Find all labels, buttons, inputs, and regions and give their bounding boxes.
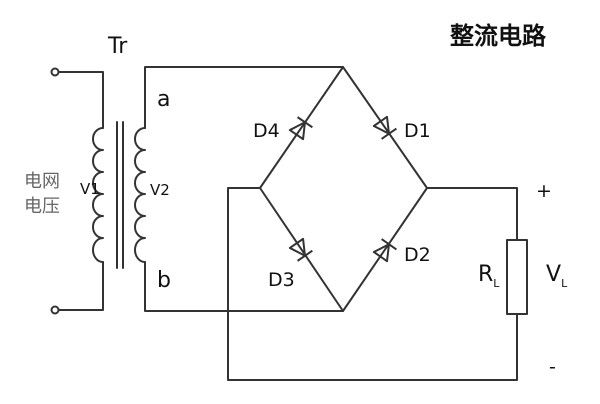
- secondary-voltage-label: V2: [150, 181, 170, 199]
- diagram-title: 整流电路: [450, 22, 546, 50]
- diode-d1-label: D1: [404, 120, 431, 142]
- input-terminal-top: [50, 67, 60, 77]
- node-b-label: b: [157, 268, 171, 293]
- diode-d1: [372, 115, 397, 140]
- primary-lead-top: [58, 71, 104, 129]
- transformer-label: Tr: [108, 34, 128, 59]
- load-resistor-label: RL: [478, 262, 500, 290]
- positive-polarity-label: +: [536, 180, 552, 202]
- wire-b: [144, 261, 344, 312]
- load-resistor: [506, 239, 528, 315]
- node-a-label: a: [157, 87, 171, 112]
- diode-d2-label: D2: [404, 244, 431, 266]
- diode-d4: [288, 116, 313, 141]
- diode-d4-label: D4: [253, 120, 280, 142]
- grid-voltage-label-line2: 电压: [24, 196, 60, 217]
- primary-lead-bottom: [58, 261, 104, 311]
- diode-d3: [288, 237, 313, 262]
- diode-d3-label: D3: [268, 269, 295, 291]
- secondary-coil: [134, 127, 146, 263]
- negative-polarity-label: -: [549, 356, 556, 378]
- wire-positive: [426, 187, 518, 241]
- primary-voltage-label: V1: [80, 180, 100, 198]
- wire-a: [144, 66, 344, 129]
- wire-negative: [227, 187, 518, 381]
- output-voltage-label: VL: [546, 262, 568, 290]
- input-terminal-bottom: [50, 305, 60, 315]
- diode-d2: [372, 238, 397, 263]
- grid-voltage-label-line1: 电网: [24, 171, 60, 192]
- primary-coil: [92, 127, 104, 263]
- bridge-rectifier: [259, 66, 428, 312]
